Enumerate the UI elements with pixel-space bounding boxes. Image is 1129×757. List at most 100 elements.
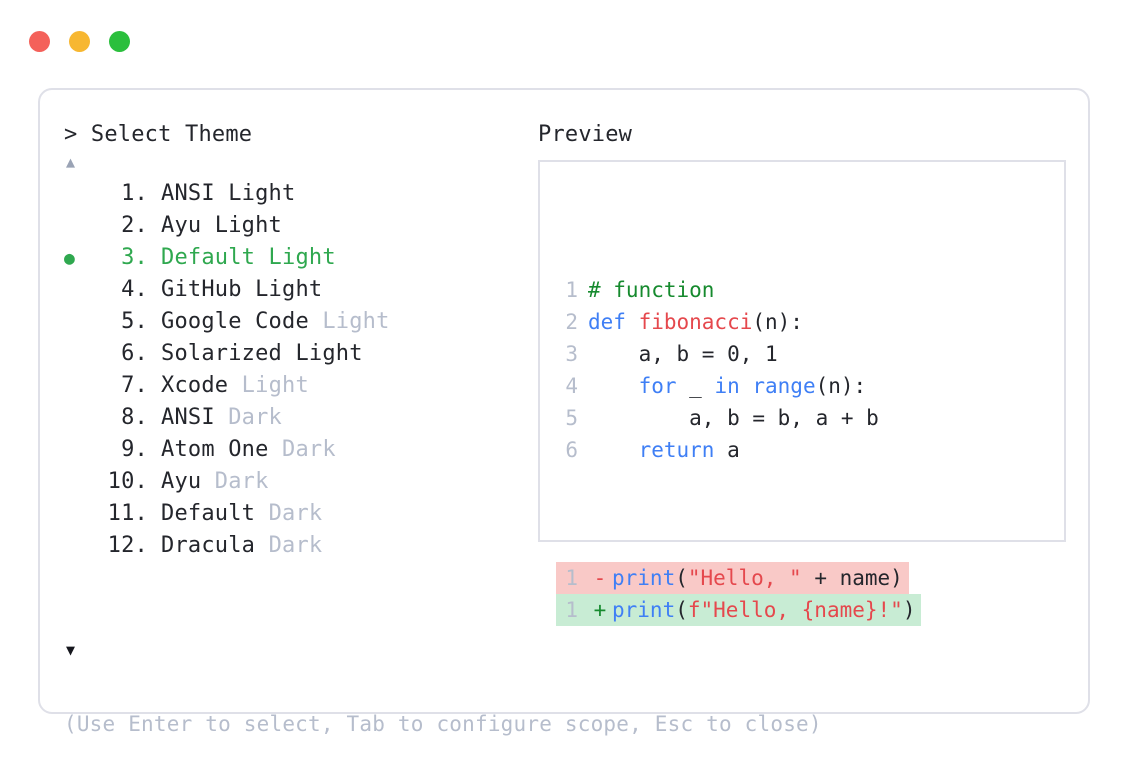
scroll-down-icon[interactable]: ▼ <box>66 641 76 659</box>
bullet-placeholder <box>64 403 94 435</box>
bullet-placeholder <box>64 499 94 531</box>
line-number: 5 <box>565 406 578 430</box>
theme-item-variant: Dark <box>268 437 336 462</box>
theme-list[interactable]: 1.ANSI Light 2.Ayu Light ● 3. Default Light… <box>64 178 534 562</box>
theme-list-item[interactable]: 1.ANSI Light <box>64 178 534 210</box>
theme-list-item[interactable]: 9. Atom One Dark <box>64 434 534 466</box>
theme-list-item[interactable]: 2.Ayu Light <box>64 210 534 242</box>
theme-item-number: 7. <box>121 373 148 398</box>
theme-item-name: ANSI <box>161 405 215 430</box>
theme-item-number: 9. <box>121 437 148 462</box>
code-token: (n): <box>815 374 867 398</box>
theme-list-item[interactable]: 6. Solarized Light <box>64 338 534 370</box>
code-token: return <box>638 438 715 462</box>
code-token: ( <box>675 566 688 590</box>
code-token: + name) <box>801 566 903 590</box>
diff-line-text: print(f"Hello, {name}!") <box>612 594 921 626</box>
line-number: 1 <box>565 566 578 590</box>
keyboard-hint: (Use Enter to select, Tab to configure s… <box>64 712 822 736</box>
maximize-window-button[interactable] <box>109 31 130 52</box>
close-window-button[interactable] <box>29 31 50 52</box>
code-line: 4 for _ in range(n): <box>556 370 921 402</box>
code-token: a, b = 0, 1 <box>588 342 778 366</box>
selected-bullet-icon: ● <box>64 248 75 269</box>
line-number: 6 <box>565 438 578 462</box>
code-token: print <box>612 566 676 590</box>
theme-item-name: Atom One <box>161 437 269 462</box>
code-token: ( <box>675 598 688 622</box>
line-number: 3 <box>565 342 578 366</box>
theme-item-number: 3. <box>121 245 148 270</box>
theme-item-name: Ayu Light <box>161 213 283 238</box>
theme-list-item[interactable]: 4.GitHub Light <box>64 274 534 306</box>
theme-list-item[interactable]: 10. Ayu Dark <box>64 466 534 498</box>
line-number: 1 <box>565 598 578 622</box>
code-token: fibonacci <box>638 310 753 334</box>
diff-line-text: print("Hello, " + name) <box>612 562 909 594</box>
code-token: def <box>588 310 639 334</box>
theme-item-number: 8. <box>121 405 148 430</box>
minimize-window-button[interactable] <box>69 31 90 52</box>
theme-item-variant: Dark <box>201 469 269 494</box>
theme-item-variant: Dark <box>255 501 323 526</box>
code-line: 3 a, b = 0, 1 <box>556 338 921 370</box>
scroll-up-icon[interactable]: ▲ <box>66 153 76 171</box>
theme-item-number: 5. <box>121 309 148 334</box>
diff-line-added: 1+print(f"Hello, {name}!") <box>556 594 922 626</box>
bullet-placeholder <box>64 435 94 467</box>
code-token: a <box>714 438 740 462</box>
theme-list-item[interactable]: 12.Dracula Dark <box>64 530 534 562</box>
theme-item-name: Google Code <box>161 309 309 334</box>
code-line: 5 a, b = b, a + b <box>556 402 921 434</box>
code-line-text: return a <box>588 434 740 466</box>
theme-picker-card: > Select Theme ▲ 1.ANSI Light 2.Ayu Ligh… <box>38 88 1090 736</box>
code-token: _ <box>676 374 715 398</box>
bullet-placeholder <box>64 307 94 339</box>
code-token <box>588 374 639 398</box>
theme-item-variant: Dark <box>255 533 323 558</box>
theme-item-name: Default Light <box>161 245 336 270</box>
bullet-placeholder <box>64 275 94 307</box>
theme-item-name: Ayu <box>161 469 202 494</box>
theme-list-item[interactable]: 8. ANSI Dark <box>64 402 534 434</box>
line-number: 2 <box>565 310 578 334</box>
theme-item-name: Solarized Light <box>161 341 363 366</box>
preview-label: Preview <box>538 122 633 147</box>
theme-item-number: 10. <box>107 469 148 494</box>
code-line-text: for _ in range(n): <box>588 370 867 402</box>
theme-prompt-label: > Select Theme <box>64 122 253 147</box>
code-line-text: a, b = 0, 1 <box>588 338 778 370</box>
bullet-placeholder <box>64 339 94 371</box>
theme-item-variant: Dark <box>214 405 283 430</box>
theme-item-name: Default <box>161 501 256 526</box>
code-token: in range <box>714 374 816 398</box>
bullet-placeholder <box>64 211 94 243</box>
bullet-placeholder <box>64 467 94 499</box>
theme-list-item[interactable]: 7.Xcode Light <box>64 370 534 402</box>
bullet-placeholder <box>64 179 94 211</box>
line-number: 4 <box>565 374 578 398</box>
theme-item-number: 6. <box>121 341 148 366</box>
code-token: a, b = b, a + b <box>588 406 879 430</box>
theme-list-item[interactable]: 5.Google Code Light <box>64 306 534 338</box>
theme-selector-panel: > Select Theme ▲ 1.ANSI Light 2.Ayu Ligh… <box>64 120 534 578</box>
window-controls <box>29 31 130 52</box>
theme-list-item[interactable]: 11. Default Dark <box>64 498 534 530</box>
line-number: 1 <box>565 278 578 302</box>
code-line: 6 return a <box>556 434 921 466</box>
theme-item-number: 11. <box>107 501 148 526</box>
diff-minus-icon: - <box>593 566 607 590</box>
code-diff: 1-print("Hello, " + name)1+print(f"Hello… <box>556 562 922 626</box>
theme-item-variant: Light <box>228 373 309 398</box>
code-token <box>588 438 639 462</box>
code-line: 2 def fibonacci(n): <box>556 306 921 338</box>
theme-list-item[interactable]: ● 3. Default Light <box>64 242 534 274</box>
code-token: ) <box>902 598 916 622</box>
diff-line-removed: 1-print("Hello, " + name) <box>556 562 909 594</box>
theme-item-number: 12. <box>107 533 148 558</box>
code-line-text: def fibonacci(n): <box>588 306 803 338</box>
bullet-placeholder <box>64 531 94 563</box>
